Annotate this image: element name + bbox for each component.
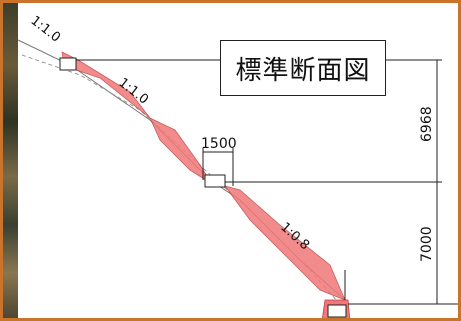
upper-height-label: 6968: [419, 106, 435, 142]
title-box: 標準断面図: [220, 40, 386, 96]
berm-width-label: 1500: [201, 136, 237, 152]
bottom-structure: [327, 304, 347, 318]
photo-strip: [0, 0, 18, 321]
top-structure: [59, 57, 77, 71]
lower-height-label: 7000: [419, 226, 435, 262]
page-title: 標準断面図: [235, 55, 371, 86]
mid-structure: [204, 174, 226, 188]
